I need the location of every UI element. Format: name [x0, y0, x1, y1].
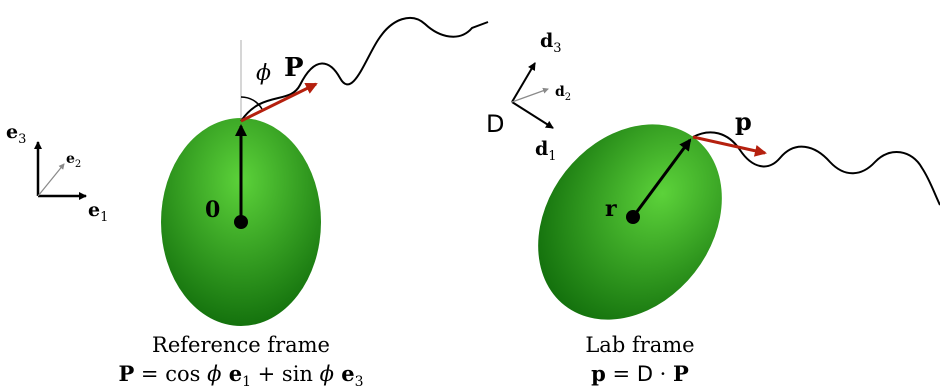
- reference-equation: P = cos ϕ e1 + sin ϕ e3: [118, 361, 363, 388]
- reference-caption: Reference frame: [152, 333, 330, 357]
- d1-label: d1: [535, 138, 557, 164]
- phi-arc: [240, 96, 263, 110]
- reference-axes: e1 e2 e3: [6, 121, 108, 225]
- e1-label: e1: [88, 199, 108, 225]
- lab-equation: p = D · P: [591, 361, 689, 386]
- lab-position-vector: [631, 138, 692, 218]
- reference-chain: [240, 16, 489, 122]
- e2-axis: [37, 163, 65, 197]
- lab-chain: [692, 131, 940, 206]
- origin-label: 0: [205, 197, 220, 223]
- D-label: D: [486, 110, 504, 138]
- e3-label: e3: [6, 121, 26, 147]
- p-label: p: [735, 107, 752, 136]
- r-label: r: [605, 196, 617, 222]
- d2-label: d2: [555, 84, 571, 103]
- P-label: P: [284, 53, 304, 83]
- lab-axes: d3 d2 d1 D: [486, 30, 571, 164]
- lab-body: p r: [538, 107, 940, 320]
- d1-axis: [511, 101, 554, 129]
- lab-caption: Lab frame: [585, 333, 694, 357]
- reference-origin-dot: [234, 215, 248, 229]
- reference-body: ϕ P 0: [161, 16, 489, 326]
- phi-label: ϕ: [256, 61, 271, 86]
- lab-origin-dot: [626, 210, 640, 224]
- e2-label: e2: [66, 151, 81, 170]
- captions: Reference frame P = cos ϕ e1 + sin ϕ e3 …: [118, 333, 694, 388]
- P-vector: [240, 82, 318, 123]
- d3-axis: [511, 62, 536, 103]
- d2-axis: [511, 87, 549, 103]
- d3-label: d3: [540, 30, 562, 56]
- p-vector: [692, 135, 767, 157]
